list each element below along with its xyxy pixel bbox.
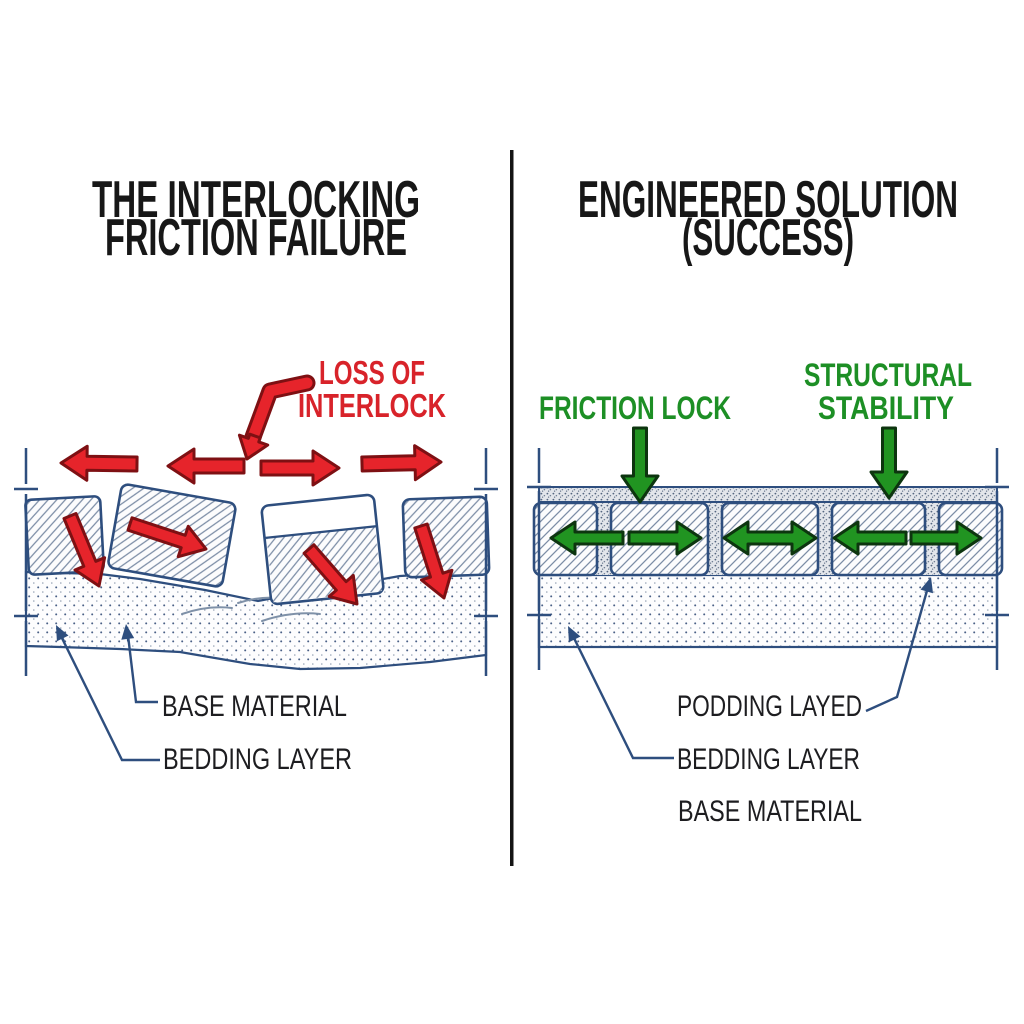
outward-thrust-arrow [360,444,443,482]
friction-arrow [549,520,625,556]
section-edge-lines [14,448,498,676]
load-arrow [620,426,660,504]
settlement-arrow [302,543,359,606]
friction-arrow [627,520,703,556]
left-bedding-layer-label: BEDDING LAYER [163,743,352,776]
shear-arrow [126,516,208,559]
friction-arrow [722,520,818,556]
loss-of-interlock-label-line1: LOSS OF [319,354,425,391]
settlement-arrow [62,512,107,588]
left-title-line1: THE INTERLOCKING [92,171,420,229]
friction-arrow [832,520,908,556]
right-bedding-layer-label: BEDDING LAYER [677,743,860,776]
outward-thrust-arrow [259,449,341,487]
paver [401,495,491,579]
bedding-layer-fill [24,569,488,671]
leader-line [568,629,674,760]
right-podding-layed-label: PODDING LAYED [677,690,862,723]
panel-divider [510,150,514,866]
outward-thrust-arrow [166,447,246,485]
disturbed-sand-streak [261,612,321,622]
structural-stability-label-line1: STRUCTURAL [804,357,972,393]
friction-lock-label: FRICTION LOCK [539,390,731,426]
leader-line [125,626,158,704]
outward-thrust-arrow [59,444,139,482]
section-edge-lines [527,448,1009,670]
left-title-line2: FRICTION FAILURE [105,209,407,267]
success-arrows [549,426,983,556]
paver [260,493,385,606]
leader-line [55,627,160,762]
right-leaders [568,577,933,760]
leader-line [865,579,932,713]
leader-arrowhead [121,624,135,642]
loss-of-interlock-label-line2: INTERLOCK [298,387,446,424]
load-arrow [869,426,909,500]
leader-arrowhead [920,577,933,595]
settlement-arrow [413,522,454,600]
jointing-sand-strip [538,486,998,503]
structural-stability-label-line2: STABILITY [818,390,954,426]
left-base-material-label: BASE MATERIAL [162,690,347,723]
failure-arrows [59,374,454,606]
loss-of-interlock-pointer [247,377,313,443]
left-leaders [55,624,160,762]
leader-arrowhead [56,625,69,642]
leader-arrowhead [568,626,581,643]
loss-of-interlock-pointer-head [237,432,270,461]
right-panel: ENGINEERED SOLUTION (SUCCESS) FRICTION L… [527,171,1009,828]
right-base-material-label: BASE MATERIAL [678,795,862,828]
disturbed-sand-streak [181,606,233,615]
friction-arrow [909,520,983,556]
left-panel: THE INTERLOCKING FRICTION FAILURE LOSS O… [14,171,498,776]
right-title-line2: (SUCCESS) [682,209,854,267]
right-title-line1: ENGINEERED SOLUTION [578,171,958,229]
